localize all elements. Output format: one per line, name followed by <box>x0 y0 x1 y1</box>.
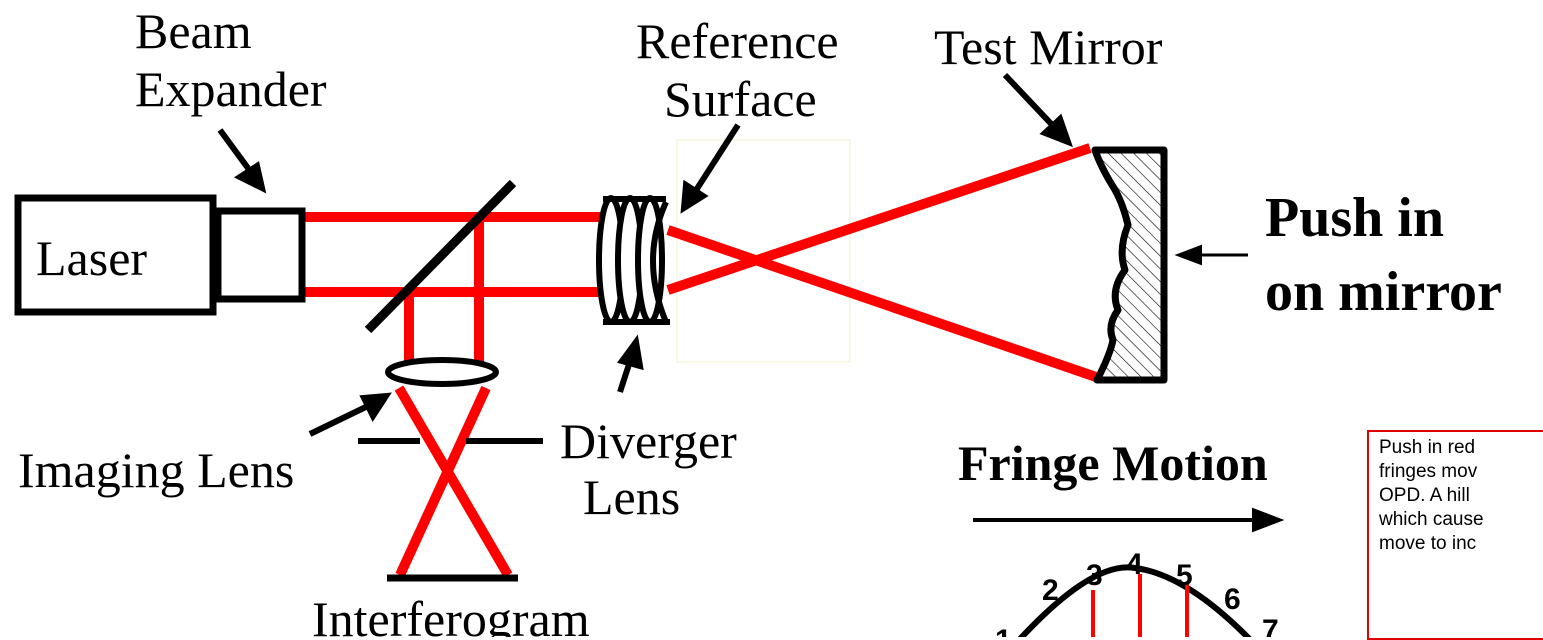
beam-to-mirror-bottom <box>666 143 1092 295</box>
imaging-lens <box>385 357 499 387</box>
note-line: which cause <box>1379 509 1484 530</box>
test-mirror-label: Test Mirror <box>934 19 1163 75</box>
reference-surface-label-line2: Surface <box>664 71 817 127</box>
fringe-number: 5 <box>1176 559 1193 592</box>
beam-converge-1 <box>394 385 513 578</box>
beam-expander-label-line2: Expander <box>135 61 327 117</box>
note-line: move to inc <box>1379 533 1477 554</box>
reference-surface-label-line1: Reference <box>636 13 839 69</box>
fringe-number: 4 <box>1126 548 1143 581</box>
pointer-arrows <box>217 72 1285 533</box>
note-line: OPD. A hill <box>1379 485 1470 506</box>
push-in-label-line1: Push in <box>1265 187 1444 249</box>
laser-label: Laser <box>36 230 147 286</box>
reference-surface-frame <box>676 139 851 363</box>
diverger-lens-label-line1: Diverger <box>560 413 737 469</box>
arrow-test-mirror <box>1002 72 1060 133</box>
fringe-number: 1 <box>995 624 1012 637</box>
note-line: Push in red <box>1379 437 1476 458</box>
arrow-beam-expander <box>217 128 256 177</box>
fringe-number: 3 <box>1086 559 1103 592</box>
fringe-circle-arc <box>1017 564 1252 637</box>
beam-converge-2 <box>395 385 491 578</box>
imaging-lens-label: Imaging Lens <box>18 442 294 498</box>
laser-box <box>14 194 217 316</box>
fringe-pattern: 1 2 3 4 5 6 7 <box>995 548 1279 637</box>
explanation-note: Push in red fringes mov OPD. A hill whic… <box>1367 430 1543 640</box>
diverger-lens-label-line2: Lens <box>583 469 680 525</box>
fringe-number: 6 <box>1224 583 1241 616</box>
diverger-lens <box>596 195 670 325</box>
note-line: fringes mov <box>1379 461 1478 482</box>
beam-expander-label-line1: Beam <box>135 3 252 59</box>
fringe-number: 7 <box>1262 614 1279 637</box>
arrow-reference-surface <box>690 123 741 197</box>
beam-splitter <box>364 179 517 334</box>
fringe-number: 2 <box>1042 574 1059 607</box>
beam-expander-box <box>214 207 306 303</box>
beam-to-mirror-top <box>666 225 1098 382</box>
arrow-imaging-lens <box>308 401 374 437</box>
interferogram-label: Interferogram <box>312 591 590 637</box>
fringe-motion-label: Fringe Motion <box>958 435 1268 491</box>
push-in-label-line2: on mirror <box>1265 261 1502 323</box>
test-mirror <box>1091 146 1168 384</box>
